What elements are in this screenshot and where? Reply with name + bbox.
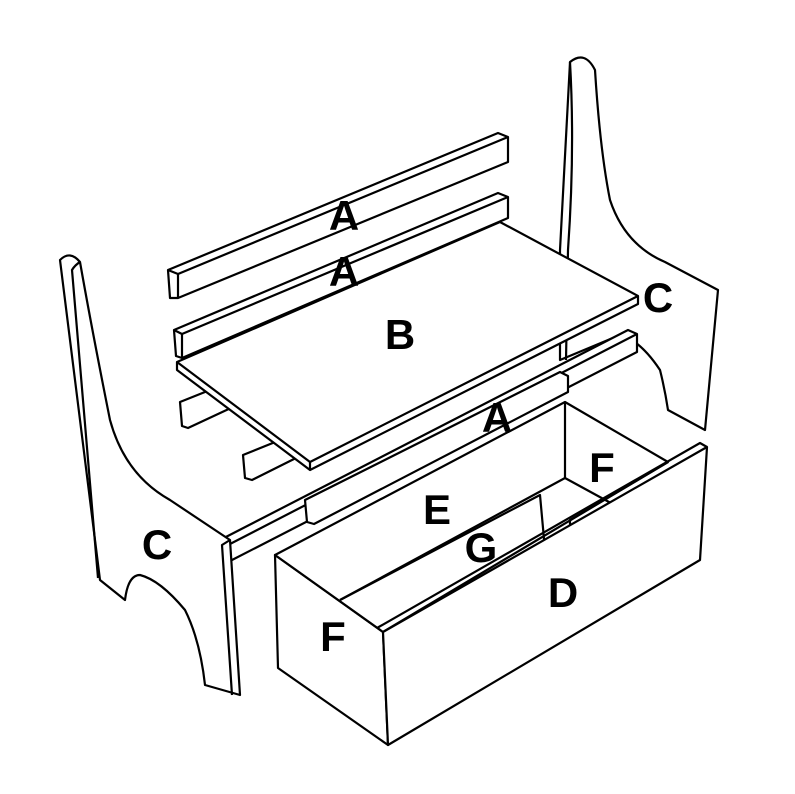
label-slat-middle: A	[328, 248, 360, 295]
label-drawer-side-left: F	[320, 613, 346, 660]
label-drawer-side-right: F	[589, 444, 615, 491]
label-drawer-bottom: G	[464, 524, 498, 571]
front-rail-lower	[303, 370, 570, 526]
drawer-front-top	[376, 441, 708, 629]
label-side-left: C	[141, 521, 173, 568]
side-panel-right	[558, 56, 720, 432]
back-slat-middle	[172, 191, 510, 360]
label-front-rail: A	[481, 394, 513, 441]
drawer-front	[381, 445, 709, 747]
label-seat: B	[384, 311, 416, 358]
label-drawer-back: E	[422, 486, 452, 533]
seat-panel	[175, 220, 640, 472]
back-slat-top	[166, 131, 510, 300]
drawer-back-bottom	[339, 477, 566, 601]
label-side-right: C	[642, 274, 674, 321]
label-slat-top: A	[328, 192, 360, 239]
side-panel-left-edge	[70, 261, 234, 696]
label-drawer-front: D	[547, 569, 579, 616]
side-panel-right-edge	[564, 61, 574, 361]
